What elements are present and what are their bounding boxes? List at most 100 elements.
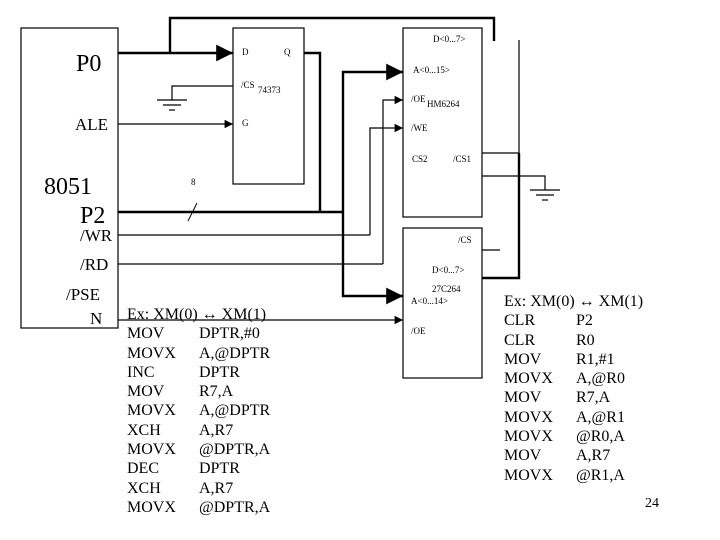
code-operand: @DPTR,A	[199, 441, 271, 459]
mcu-p2-label: P2	[80, 203, 106, 229]
eprom-pin-data: D<0...7>	[432, 265, 465, 275]
code-operand: A,@R1	[576, 408, 625, 426]
ram-pin-cs2: CS2	[412, 154, 428, 164]
ram-hm6264-box	[402, 27, 483, 218]
latch-pin-d: D	[242, 47, 249, 57]
wr-to-ram-we	[369, 123, 403, 235]
latch-part-label: 74373	[258, 85, 281, 95]
code-line: MOV R7,A	[127, 382, 270, 401]
ram-pin-data: D<0...7>	[433, 34, 466, 44]
latch-q-output	[304, 51, 322, 212]
code-operand: A,@DPTR	[199, 402, 271, 420]
code-opcode: CLR	[504, 312, 536, 330]
eprom-27c264-box	[402, 227, 483, 379]
code-operand: @R1,A	[576, 466, 625, 484]
code-opcode: MOVX	[504, 428, 553, 446]
code-line: MOV R7,A	[504, 388, 643, 407]
code-operand: A,R7	[199, 479, 234, 497]
mcu-psen-label-2: N	[90, 309, 103, 328]
code-line: INC DPTR	[127, 363, 270, 382]
code-operand: DPTR	[199, 460, 240, 478]
latch-pin-g: G	[242, 118, 249, 128]
code-operand: P2	[576, 312, 593, 330]
rd-to-ram-oe	[382, 95, 403, 264]
eprom-pin-cs: /CS	[458, 235, 472, 245]
code-line: MOVX@DPTR,A	[127, 498, 270, 517]
code-operand: R1,#1	[576, 350, 615, 368]
code-opcode: MOVX	[127, 344, 176, 362]
mcu-p0-label: P0	[76, 51, 102, 77]
code-operand: DPTR	[199, 363, 240, 381]
latch-74373-box	[232, 27, 305, 185]
mcu-ale-label: ALE	[75, 115, 109, 134]
page-number: 24	[645, 496, 659, 511]
code-line: XCH A,R7	[127, 421, 270, 440]
code-line: MOVX A,@DPTR	[127, 344, 270, 363]
mcu-rd-label: /RD	[80, 255, 109, 274]
code-line: MOVX @DPTR,A	[127, 440, 270, 459]
addr-bus-eprom	[341, 212, 403, 305]
latch-pin-q: Q	[284, 47, 291, 57]
code-opcode: INC	[127, 363, 155, 381]
code-opcode: MOVX	[127, 441, 176, 459]
addr-bus-ram	[341, 63, 403, 212]
eprom-pin-addr: A<0...14>	[411, 296, 448, 306]
code-opcode: MOV	[504, 447, 542, 465]
code-header: Ex: XM(0) ↔ XM(1)	[504, 293, 644, 310]
mcu-name-label: 8051	[44, 174, 92, 200]
code-operand: @R0,A	[576, 428, 625, 446]
latch-cs-ground-wire	[171, 85, 233, 100]
code-operand: A,@R0	[576, 370, 625, 388]
code-opcode: MOVX	[504, 466, 553, 484]
code-opcode: MOV	[127, 325, 165, 343]
code-opcode: DEC	[127, 460, 159, 478]
code-operand: A,R7	[576, 447, 611, 465]
ram-pin-addr: A<0...15>	[413, 65, 450, 75]
code-operand: DPTR,#0	[199, 325, 260, 343]
eprom-pin-oe: /OE	[411, 326, 426, 336]
code-opcode: CLR	[504, 331, 536, 349]
code-line: MOV R1,#1	[504, 350, 643, 369]
code-operand: @DPTR,A	[199, 498, 271, 516]
ram-pin-we: /WE	[411, 123, 428, 133]
mcu-psen-label-1: /PSE	[66, 285, 101, 304]
code-opcode: MOV	[504, 389, 542, 407]
mcu-wr-label: /WR	[80, 226, 113, 245]
eprom-part-label: 27C264	[432, 284, 461, 294]
code-line: MOVX @R1,A	[504, 466, 643, 485]
code-opcode: MOV	[127, 383, 165, 401]
code-operand: A,R7	[199, 421, 234, 439]
eprom-data-loop	[482, 153, 521, 280]
ram-pin-oe: /OE	[411, 94, 426, 104]
code-opcode: XCH	[127, 479, 161, 497]
ram-cs2-wire	[482, 40, 520, 154]
ram-cs1-ground-wire	[482, 175, 546, 190]
code-opcode: XCH	[127, 421, 161, 439]
code-line: MOV DPTR,#0	[127, 324, 270, 343]
bus-width-label: 8	[191, 177, 196, 187]
code-operand: A,@DPTR	[199, 344, 271, 362]
code-opcode: MOV	[504, 350, 542, 368]
code-operand: R7,A	[199, 383, 234, 401]
ram-pin-cs1: /CS1	[453, 154, 472, 164]
data-bus-top	[168, 16, 496, 53]
code-line: XCH A,R7	[127, 479, 270, 498]
code-line: DEC DPTR	[127, 459, 270, 478]
latch-pin-cs: /CS	[241, 80, 255, 90]
code-line: MOVX A,@DPTR	[127, 401, 270, 420]
code-opcode: MOVX	[504, 408, 553, 426]
code-opcode: MOVX	[127, 402, 176, 420]
code-line: CLR P2	[504, 311, 643, 330]
code-header: Ex: XM(0) ↔ XM(1)	[127, 306, 267, 323]
code-line: MOVX @R0,A	[504, 427, 643, 446]
code-line: MOV A,R7	[504, 446, 643, 465]
code-operand: R7,A	[576, 389, 611, 407]
ram-part-label: HM6264	[427, 99, 460, 109]
mcu-8051-box	[20, 27, 119, 329]
